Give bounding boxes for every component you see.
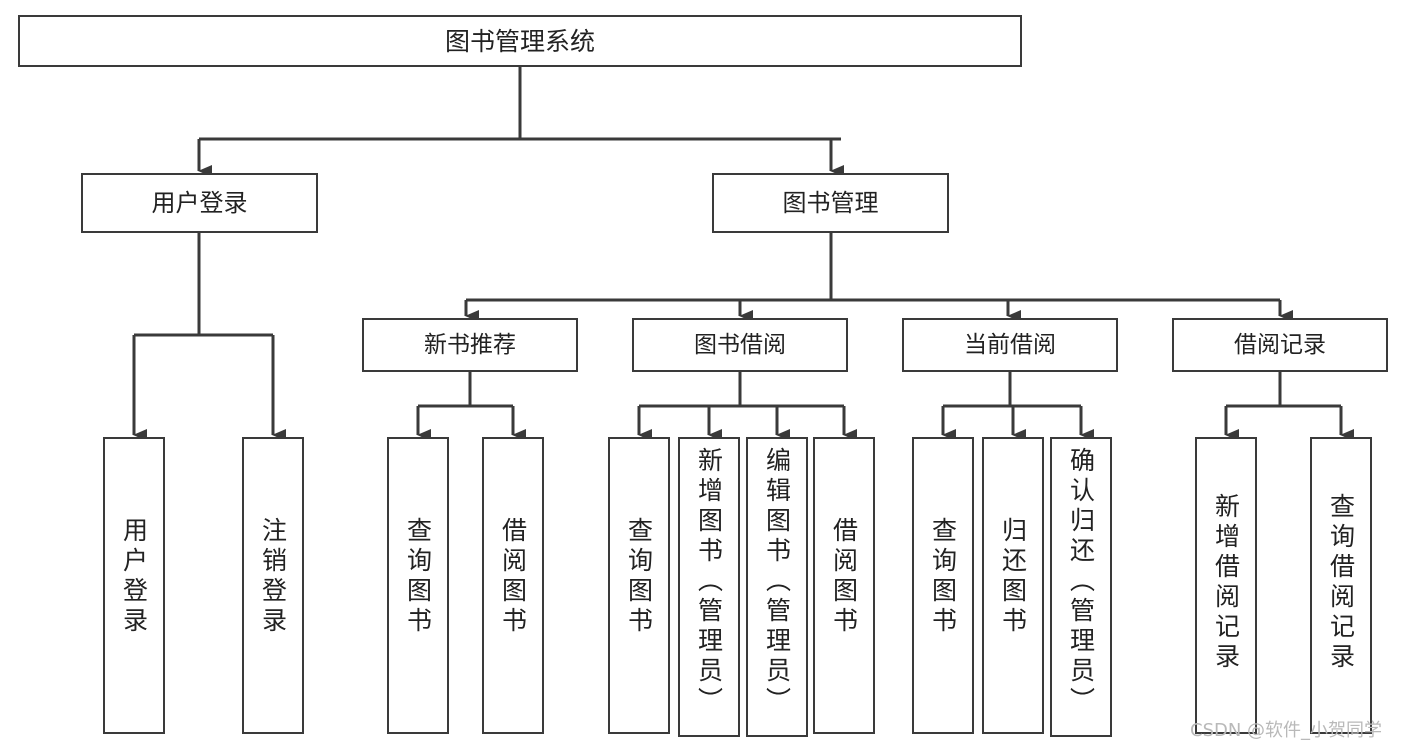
- node-current-borrow[interactable]: 当前借阅: [902, 318, 1118, 372]
- leaf-return-book-label: 归还图书: [998, 517, 1028, 637]
- node-root[interactable]: 图书管理系统: [18, 15, 1022, 67]
- node-borrow-record-label: 借阅记录: [1234, 331, 1326, 358]
- leaf-edit-book-admin-label: 编辑图书（管理员）: [762, 447, 792, 717]
- leaf-current-query-book-label: 查询图书: [928, 517, 958, 637]
- leaf-user-login[interactable]: 用户登录: [103, 437, 165, 734]
- leaf-newbook-query-book-label: 查询图书: [403, 517, 433, 637]
- leaf-user-login-label: 用户登录: [119, 517, 149, 637]
- leaf-edit-book-admin[interactable]: 编辑图书（管理员）: [746, 437, 808, 737]
- leaf-confirm-return-admin[interactable]: 确认归还（管理员）: [1050, 437, 1112, 737]
- node-book-borrow-label: 图书借阅: [694, 331, 786, 358]
- leaf-current-query-book[interactable]: 查询图书: [912, 437, 974, 734]
- watermark: CSDN @软件_小贺同学: [1190, 720, 1383, 741]
- leaf-logout[interactable]: 注销登录: [242, 437, 304, 734]
- leaf-newbook-borrow-book[interactable]: 借阅图书: [482, 437, 544, 734]
- leaf-return-book[interactable]: 归还图书: [982, 437, 1044, 734]
- leaf-query-borrow-record-label: 查询借阅记录: [1326, 493, 1356, 673]
- node-borrow-record[interactable]: 借阅记录: [1172, 318, 1388, 372]
- leaf-query-borrow-record[interactable]: 查询借阅记录: [1310, 437, 1372, 734]
- node-new-book-recommend[interactable]: 新书推荐: [362, 318, 578, 372]
- leaf-borrow-lend-book-label: 借阅图书: [829, 517, 859, 637]
- node-book-management-label: 图书管理: [782, 189, 879, 217]
- leaf-add-book-admin[interactable]: 新增图书（管理员）: [678, 437, 740, 737]
- node-book-borrow[interactable]: 图书借阅: [632, 318, 848, 372]
- node-new-book-recommend-label: 新书推荐: [424, 331, 516, 358]
- leaf-add-borrow-record-label: 新增借阅记录: [1211, 493, 1241, 673]
- leaf-borrow-query-book-label: 查询图书: [624, 517, 654, 637]
- leaf-newbook-borrow-book-label: 借阅图书: [498, 517, 528, 637]
- leaf-add-borrow-record[interactable]: 新增借阅记录: [1195, 437, 1257, 734]
- leaf-newbook-query-book[interactable]: 查询图书: [387, 437, 449, 734]
- leaf-borrow-lend-book[interactable]: 借阅图书: [813, 437, 875, 734]
- leaf-confirm-return-admin-label: 确认归还（管理员）: [1066, 447, 1096, 717]
- leaf-logout-label: 注销登录: [258, 517, 288, 637]
- node-user-login[interactable]: 用户登录: [81, 173, 318, 233]
- node-root-label: 图书管理系统: [444, 26, 595, 56]
- node-user-login-label: 用户登录: [151, 189, 248, 217]
- node-current-borrow-label: 当前借阅: [964, 331, 1056, 358]
- leaf-add-book-admin-label: 新增图书（管理员）: [694, 447, 724, 717]
- node-book-management[interactable]: 图书管理: [712, 173, 949, 233]
- leaf-borrow-query-book[interactable]: 查询图书: [608, 437, 670, 734]
